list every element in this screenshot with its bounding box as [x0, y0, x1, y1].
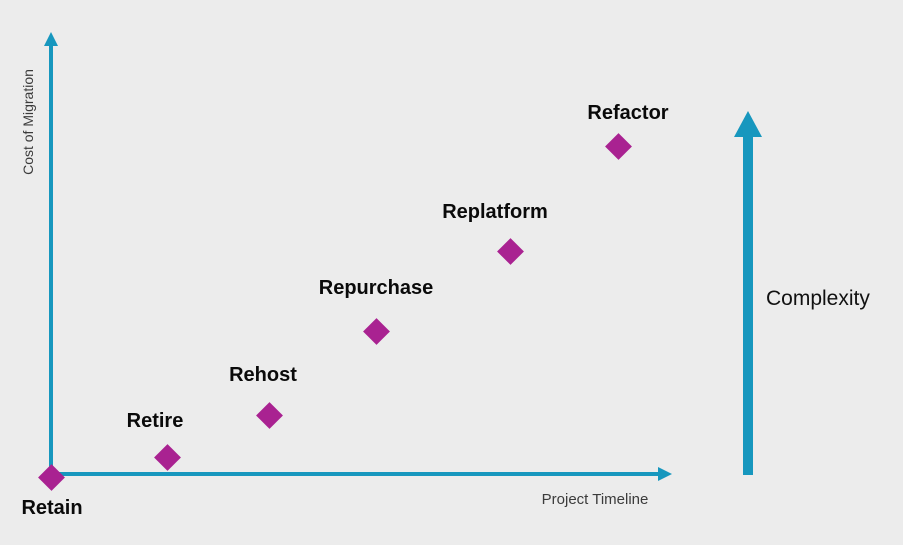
y-axis-line	[49, 45, 53, 477]
diamond-marker-rehost	[255, 401, 283, 429]
diamond-marker-replatform	[496, 237, 524, 265]
point-label-refactor: Refactor	[587, 102, 669, 124]
x-axis-line	[51, 472, 659, 476]
x-axis-label: Project Timeline	[541, 491, 649, 508]
point-label-retain: Retain	[21, 497, 83, 519]
y-axis-arrowhead-icon	[44, 32, 58, 46]
point-label-repurchase: Repurchase	[318, 277, 434, 299]
x-axis-arrowhead-icon	[658, 467, 672, 481]
point-label-rehost: Rehost	[229, 364, 297, 386]
point-label-retire: Retire	[126, 410, 184, 432]
complexity-arrowhead-icon	[734, 111, 762, 137]
diamond-marker-retain	[37, 463, 65, 491]
diamond-marker-refactor	[604, 132, 632, 160]
complexity-label: Complexity	[766, 287, 870, 310]
diamond-marker-retire	[153, 443, 181, 471]
diamond-marker-repurchase	[362, 317, 390, 345]
complexity-arrow-line	[743, 136, 753, 475]
point-label-replatform: Replatform	[442, 201, 548, 223]
y-axis-label: Cost of Migration	[20, 69, 36, 175]
